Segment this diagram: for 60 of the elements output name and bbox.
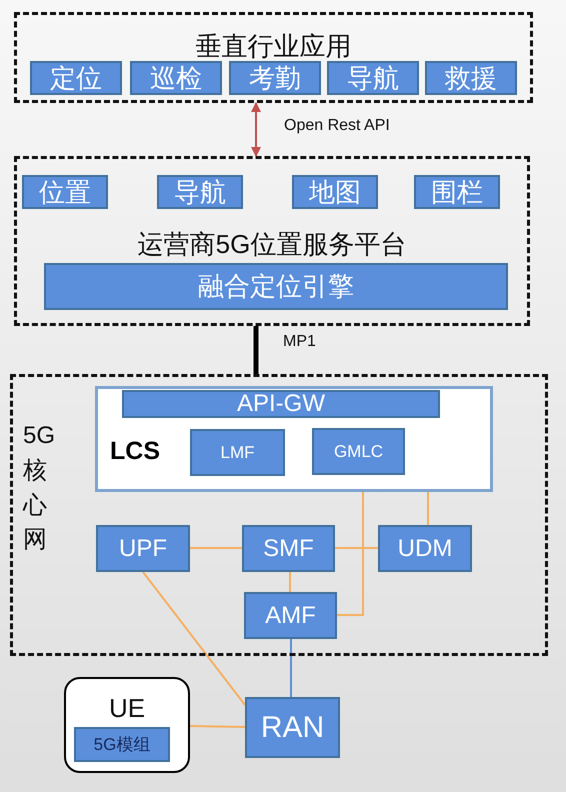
edge-label: Open Rest API xyxy=(284,117,390,135)
device-box xyxy=(64,677,190,773)
process-box xyxy=(414,175,500,209)
box-label: UDM xyxy=(398,534,452,562)
box-label: 位置 xyxy=(39,176,91,208)
process-box xyxy=(157,175,243,209)
box-label: 导航 xyxy=(174,176,226,208)
process-box xyxy=(30,61,122,95)
dashed-frame xyxy=(14,12,533,103)
box-label: AMF xyxy=(265,602,316,630)
box-label: 地图 xyxy=(309,176,361,208)
process-box xyxy=(190,429,285,476)
dashed-frame xyxy=(10,374,548,656)
box-label: 围栏 xyxy=(431,176,483,208)
process-box xyxy=(378,525,472,572)
process-box xyxy=(242,525,335,572)
process-box xyxy=(292,175,378,209)
box-label: API-GW xyxy=(237,390,325,418)
process-box xyxy=(96,525,190,572)
heading: 运营商5G位置服务平台 xyxy=(136,228,408,261)
dashed-frame xyxy=(14,156,530,326)
connector-line xyxy=(190,725,246,728)
connector-line xyxy=(190,547,242,549)
process-box xyxy=(312,428,405,475)
box-label: 救援 xyxy=(445,62,497,94)
heading: 垂直行业应用 xyxy=(194,30,352,63)
box-label: UPF xyxy=(119,534,167,562)
box-label: 定位 xyxy=(50,62,102,94)
box-label: GMLC xyxy=(334,442,384,462)
box-label: 导航 xyxy=(347,62,399,94)
process-box xyxy=(130,61,222,95)
connector-line xyxy=(290,639,292,697)
process-box xyxy=(245,697,340,758)
box-label: 融合定位引擎 xyxy=(198,270,354,303)
heading: UE xyxy=(108,693,146,724)
group-box xyxy=(95,386,493,492)
box-label: 5G模组 xyxy=(94,734,150,756)
connector-line xyxy=(254,326,258,374)
box-label: 巡检 xyxy=(150,62,202,94)
process-box xyxy=(244,592,337,639)
heading: 5G核心网 xyxy=(23,421,56,556)
process-box xyxy=(327,61,419,95)
process-box xyxy=(74,727,170,762)
connector-line xyxy=(337,492,364,616)
process-box xyxy=(122,390,440,418)
connector-line xyxy=(427,492,429,525)
process-box xyxy=(22,175,108,209)
box-label: SMF xyxy=(263,534,314,562)
box-label: RAN xyxy=(260,710,324,744)
process-box xyxy=(44,263,508,310)
arrow xyxy=(251,102,261,157)
connector-line xyxy=(289,572,291,592)
connector-line xyxy=(335,547,378,549)
box-label: LMF xyxy=(220,442,254,462)
connector-line xyxy=(142,571,246,706)
process-box xyxy=(425,61,517,95)
process-box xyxy=(229,61,321,95)
edge-label: MP1 xyxy=(283,333,316,351)
box-label: 考勤 xyxy=(249,62,301,94)
heading: LCS xyxy=(110,437,160,466)
